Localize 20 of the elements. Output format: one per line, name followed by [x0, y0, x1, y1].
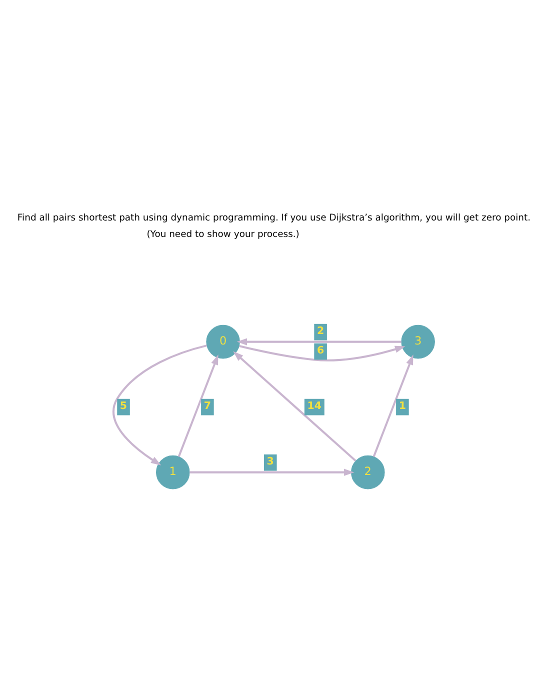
arrow: [233, 351, 356, 462]
arrow: [190, 468, 354, 476]
node-circle: 1: [156, 455, 190, 490]
edge-label: 5: [120, 401, 128, 412]
node-circle: 3: [401, 324, 435, 359]
arrow: [112, 344, 207, 466]
node-circle: 0: [206, 324, 240, 359]
edge-label: 1: [398, 401, 406, 412]
edge-label: 2: [316, 326, 324, 338]
arrow: [372, 354, 414, 457]
diagram-title: Find all pairs shortest path using dynamic programming. If you use Dijkstra’s algorithm, you will get zero point.: [17, 212, 531, 224]
edge-label: 7: [204, 401, 211, 412]
arrow: [238, 344, 406, 362]
node-circle: 2: [351, 455, 385, 490]
edge-label: 6: [316, 346, 324, 357]
arrow: [236, 338, 402, 346]
arrow: [178, 354, 218, 457]
label: (You need to show your process.): [146, 228, 300, 240]
edge-label: 14: [307, 401, 322, 412]
edge-label: 3: [266, 456, 274, 468]
